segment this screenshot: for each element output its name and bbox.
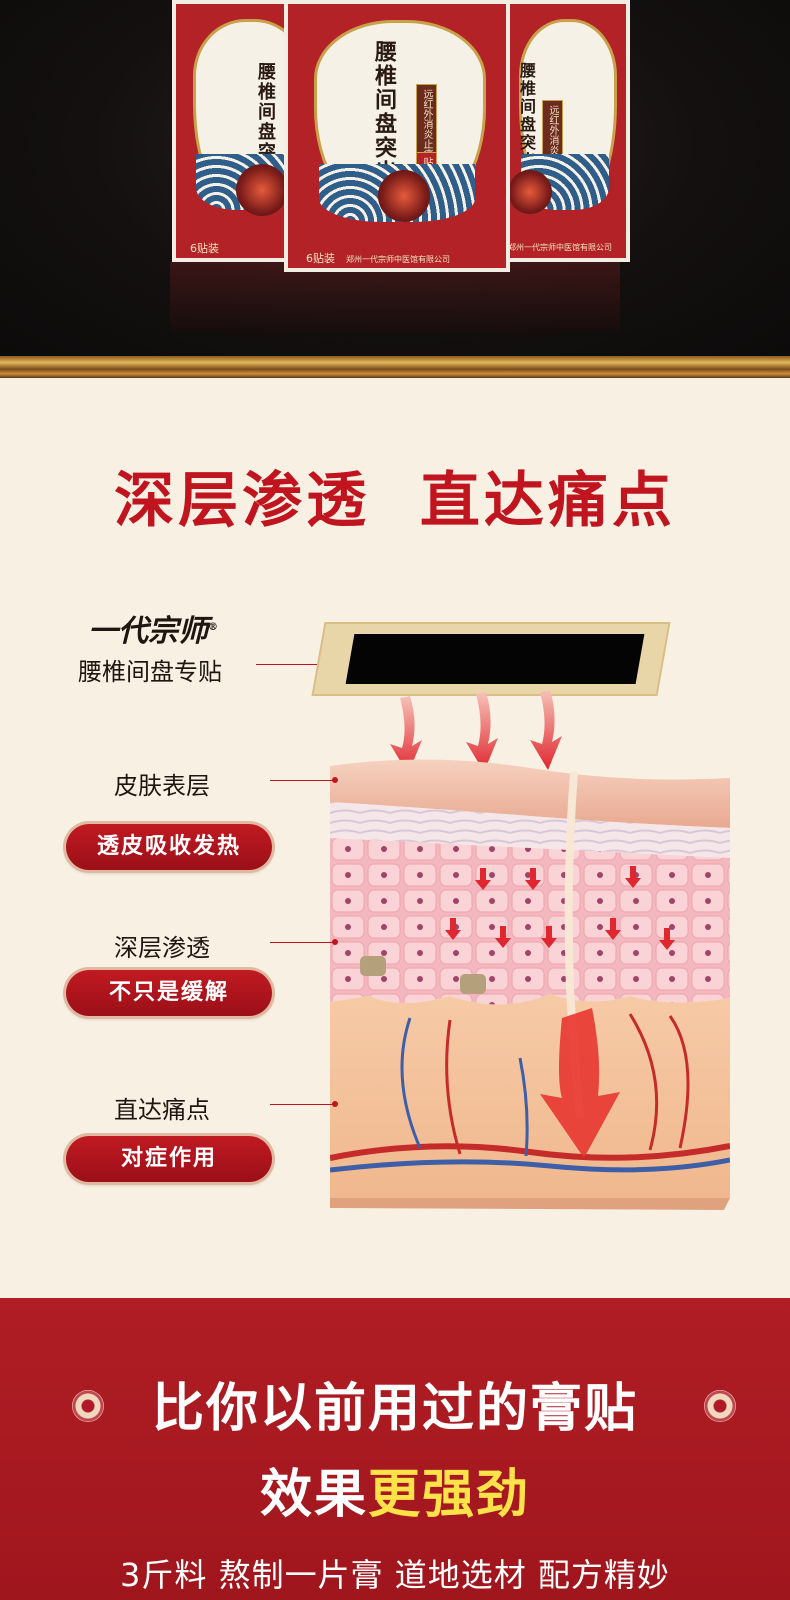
manufacturer: 郑州一代宗师中医馆有限公司 (508, 243, 612, 252)
pill-surface: 透皮吸收发热 (66, 824, 272, 870)
pill-pain: 对症作用 (66, 1136, 272, 1182)
promo-line-2: 效果更强劲 (259, 1465, 531, 1525)
headline: 深层渗透 直达痛点 (114, 466, 676, 536)
spine-emblem (508, 170, 552, 214)
heat-arrows (390, 690, 562, 774)
promo-highlight: 更强劲 (368, 1465, 531, 1525)
promo-banner (0, 1298, 790, 1600)
layer-label-pain: 直达痛点 (114, 1096, 210, 1124)
pack-count: 6贴装 (190, 242, 219, 255)
product-box-right: 腰椎间盘突出 远红外消炎止痛 郑州一代宗师中医馆有限公司 (500, 0, 630, 262)
patch-illustration (311, 622, 671, 696)
spine-emblem (378, 170, 430, 222)
product-name-label: 腰椎间盘专贴 (78, 658, 222, 686)
product-photo: 腰椎间盘突出 6贴装 腰椎间盘突出 远红外消炎止痛 郑州一代宗师中医馆有限公司 … (0, 0, 790, 360)
spine-emblem (236, 164, 288, 216)
layer-label-surface: 皮肤表层 (114, 772, 210, 800)
pack-count: 6贴装 (306, 252, 335, 265)
box-title: 腰椎间盘突出 (371, 40, 397, 184)
gold-divider (0, 356, 790, 378)
ornament-icon (72, 1390, 104, 1422)
brand-logo: 一代宗师® (88, 614, 218, 649)
promo-line-3: 3斤料 熬制一片膏 道地选材 配方精妙 (120, 1556, 670, 1594)
ornament-icon (704, 1390, 736, 1422)
pill-deep: 不只是缓解 (66, 970, 272, 1016)
manufacturer: 郑州一代宗师中医馆有限公司 (346, 255, 450, 264)
promo-line-1: 比你以前用过的膏贴 (151, 1379, 638, 1439)
layer-label-deep: 深层渗透 (114, 934, 210, 962)
skin-cross-section (330, 759, 730, 1210)
product-box-center: 腰椎间盘突出 远红外消炎止痛 贴 6贴装 郑州一代宗师中医馆有限公司 (284, 0, 510, 272)
